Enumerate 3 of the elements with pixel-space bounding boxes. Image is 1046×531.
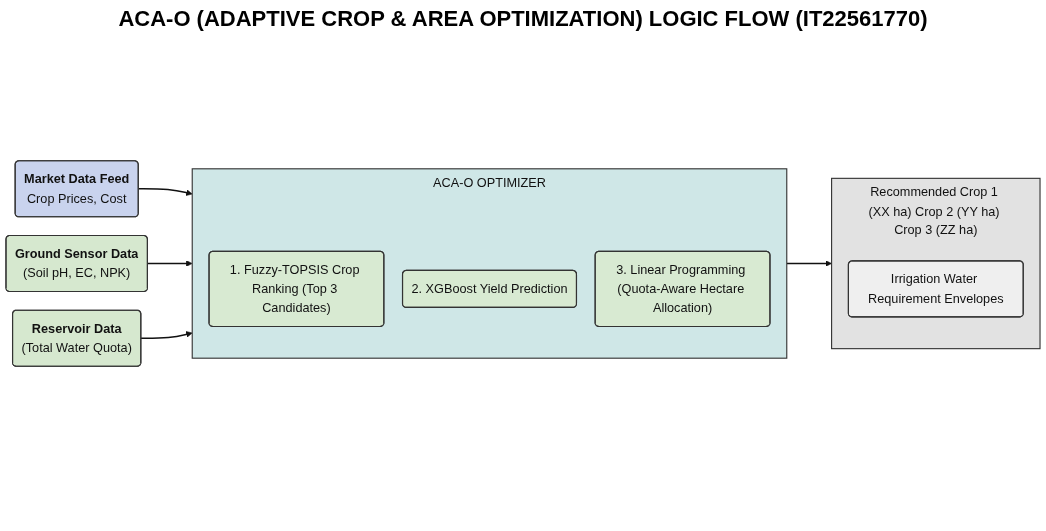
arrow [140,331,193,339]
diagram-title: ACA-O (ADAPTIVE CROP & AREA OPTIMIZATION) LOGIC FLOW (IT22561770) [117,6,929,32]
arrow [786,260,832,267]
